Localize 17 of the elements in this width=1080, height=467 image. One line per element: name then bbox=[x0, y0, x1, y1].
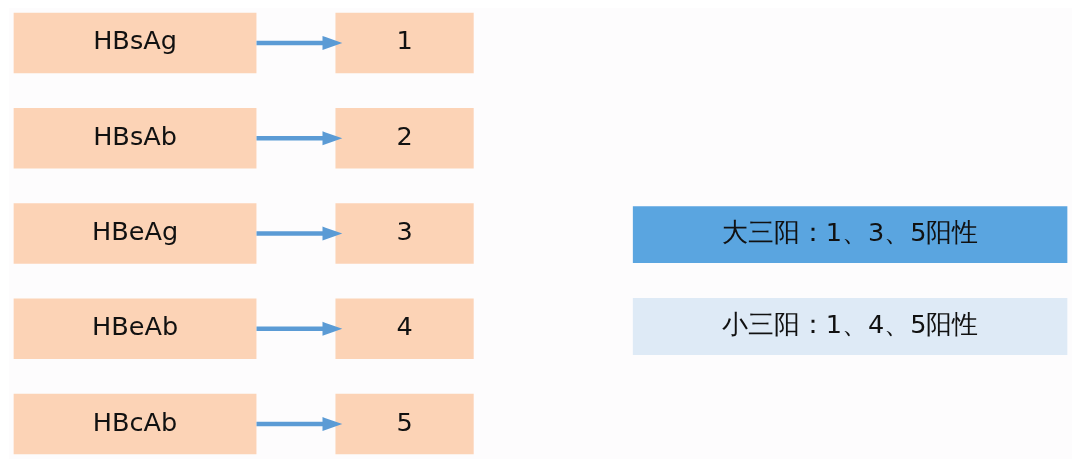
arrow bbox=[256, 417, 342, 431]
node-box: 5 bbox=[334, 393, 474, 455]
node-box: 小三阳：1、4、5阳性 bbox=[632, 298, 1067, 355]
node-box: HBeAg bbox=[13, 203, 256, 264]
node-box: HBsAg bbox=[13, 12, 256, 74]
node-box: HBcAb bbox=[13, 393, 256, 455]
node-box: HBsAb bbox=[13, 108, 256, 169]
node-box: 大三阳：1、3、5阳性 bbox=[632, 206, 1067, 264]
node-box: 2 bbox=[334, 108, 474, 169]
node-box: 1 bbox=[334, 12, 474, 74]
arrow bbox=[256, 321, 342, 336]
node-box: HBeAb bbox=[13, 298, 256, 359]
arrow bbox=[256, 226, 342, 241]
arrow bbox=[256, 36, 342, 50]
node-box: 4 bbox=[334, 298, 474, 359]
arrow bbox=[256, 131, 342, 146]
node-box: 3 bbox=[334, 203, 474, 264]
